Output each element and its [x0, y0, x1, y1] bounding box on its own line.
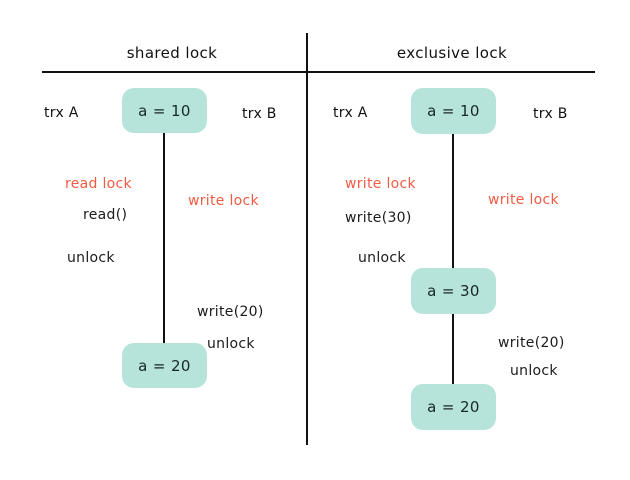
left-unlock-b-label: unlock — [207, 336, 255, 352]
left-node-final: a = 20 — [122, 343, 207, 388]
left-trx-b-label: trx B — [242, 106, 277, 122]
shared-lock-panel-title: shared lock — [126, 44, 218, 62]
left-read-lock-label: read lock — [65, 176, 132, 192]
exclusive-lock-panel-title: exclusive lock — [396, 44, 508, 62]
left-unlock-a-label: unlock — [67, 250, 115, 266]
right-write-lock-b-label: write lock — [488, 192, 559, 208]
right-write-lock-a-label: write lock — [345, 176, 416, 192]
right-node-middle: a = 30 — [411, 268, 496, 314]
right-write-op-a-label: write(30) — [345, 210, 412, 226]
left-write-op-label: write(20) — [197, 304, 264, 320]
header-underline — [42, 71, 595, 73]
right-trx-a-label: trx A — [333, 105, 368, 121]
right-timeline-line-lower — [452, 314, 454, 384]
left-write-lock-label: write lock — [188, 193, 259, 209]
left-trx-a-label: trx A — [44, 105, 79, 121]
panel-divider-line — [306, 33, 308, 445]
right-unlock-b-label: unlock — [510, 363, 558, 379]
right-write-op-b-label: write(20) — [498, 335, 565, 351]
left-read-op-label: read() — [83, 207, 128, 223]
right-node-initial: a = 10 — [411, 88, 496, 134]
right-node-final: a = 20 — [411, 384, 496, 430]
left-timeline-line — [163, 133, 165, 344]
right-timeline-line-upper — [452, 134, 454, 268]
right-unlock-a-label: unlock — [358, 250, 406, 266]
left-node-initial: a = 10 — [122, 88, 207, 133]
right-trx-b-label: trx B — [533, 106, 568, 122]
